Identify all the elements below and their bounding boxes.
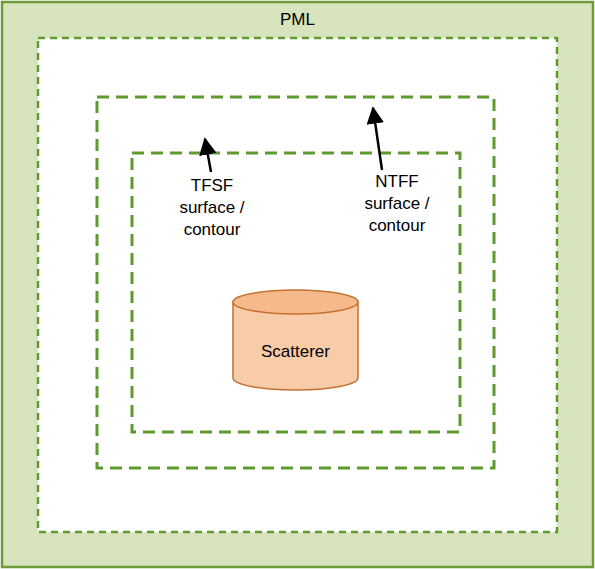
domain-boundary xyxy=(38,38,557,532)
callout-label: TFSF surface / contour xyxy=(164,175,260,241)
object-label: Scatterer xyxy=(232,341,359,363)
callout-label: NTFF surface / contour xyxy=(349,171,445,237)
cylinder-shape xyxy=(232,289,359,391)
region-label: PML xyxy=(0,9,595,31)
scatterer-cylinder: Scatterer xyxy=(232,289,359,391)
ntff-contour xyxy=(97,97,494,468)
tfsf-contour xyxy=(132,153,460,432)
leader-arrow xyxy=(205,139,211,172)
leader-arrow xyxy=(373,108,382,170)
